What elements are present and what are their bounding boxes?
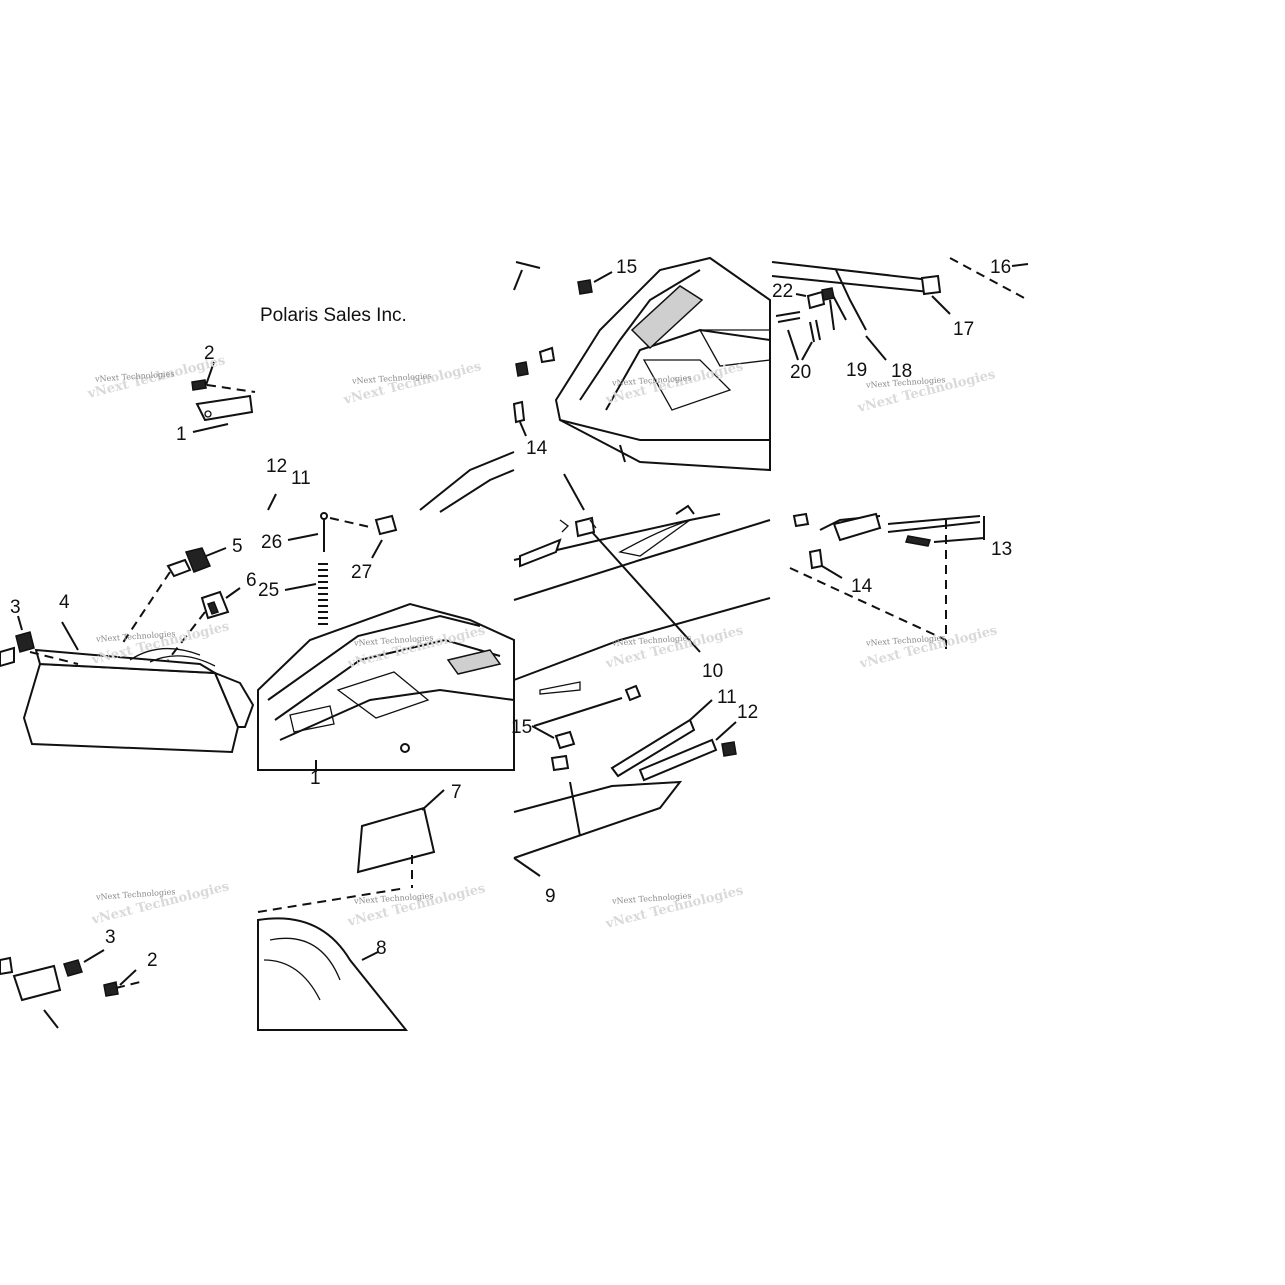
- callout-6: 6: [246, 570, 257, 591]
- callout-12-body: 12: [737, 702, 759, 723]
- callout-5: 5: [232, 536, 243, 557]
- callout-2: 2: [204, 343, 215, 364]
- callout-14-top: 14: [526, 438, 548, 459]
- callout-4: 4: [59, 592, 70, 613]
- spring-part-25: [284, 563, 328, 625]
- panel-part-9: [513, 780, 683, 877]
- lower-bracket-assembly: [0, 949, 141, 1029]
- bulb-part-5: [121, 547, 227, 645]
- body-side-panel: [513, 473, 771, 695]
- callout-1-hood: 1: [310, 768, 321, 789]
- callout-14-right: 14: [851, 576, 873, 597]
- callout-20: 20: [790, 362, 812, 383]
- rod-part-26: [287, 512, 375, 552]
- callout-27: 27: [351, 562, 373, 583]
- nut-parts-15-bottom: [531, 684, 642, 772]
- headlight-assembly-part-4: [22, 621, 255, 754]
- callout-25: 25: [258, 580, 280, 601]
- callout-16: 16: [990, 257, 1012, 278]
- screw-part-2: [191, 379, 207, 391]
- bolt-part-12: [267, 493, 277, 511]
- clip-part-3: [0, 615, 79, 668]
- callout-10: 10: [702, 661, 724, 682]
- right-bracket-assembly: [789, 512, 985, 650]
- callout-26: 26: [261, 532, 283, 553]
- windshield-part-7: [257, 789, 445, 913]
- nut-part-15-top: [538, 271, 613, 364]
- front-cowl-top: [513, 256, 771, 472]
- callout-15-top: 15: [616, 257, 638, 278]
- bulb-part-6: [167, 587, 241, 661]
- company-name: Polaris Sales Inc.: [260, 305, 407, 326]
- callout-11: 11: [291, 468, 311, 489]
- callout-3: 3: [10, 597, 21, 618]
- callout-13: 13: [991, 539, 1013, 560]
- callout-2-lower: 2: [147, 950, 158, 971]
- spring-parts-20: [775, 311, 887, 361]
- cap-part-27: [371, 514, 398, 559]
- callout-1: 1: [176, 424, 187, 445]
- strap-parts-11-12: [610, 699, 737, 782]
- callout-3-lower: 3: [105, 927, 116, 948]
- bolt-part-14-top: [512, 361, 529, 437]
- callout-19: 19: [846, 360, 868, 381]
- callout-11-body: 11: [717, 687, 737, 708]
- cowl-part-8: [257, 917, 409, 1031]
- pin-parts-19-22: [795, 287, 835, 331]
- callout-7: 7: [451, 782, 462, 803]
- callout-17: 17: [953, 319, 975, 340]
- callout-9: 9: [545, 886, 556, 907]
- hood-part-1: [257, 451, 515, 772]
- callout-22: 22: [772, 281, 794, 302]
- callout-12: 12: [266, 456, 288, 477]
- callout-18: 18: [891, 361, 913, 382]
- tile-headlight-bracket: [191, 361, 256, 433]
- callout-15-body: 15: [511, 717, 533, 738]
- callout-8: 8: [376, 938, 387, 959]
